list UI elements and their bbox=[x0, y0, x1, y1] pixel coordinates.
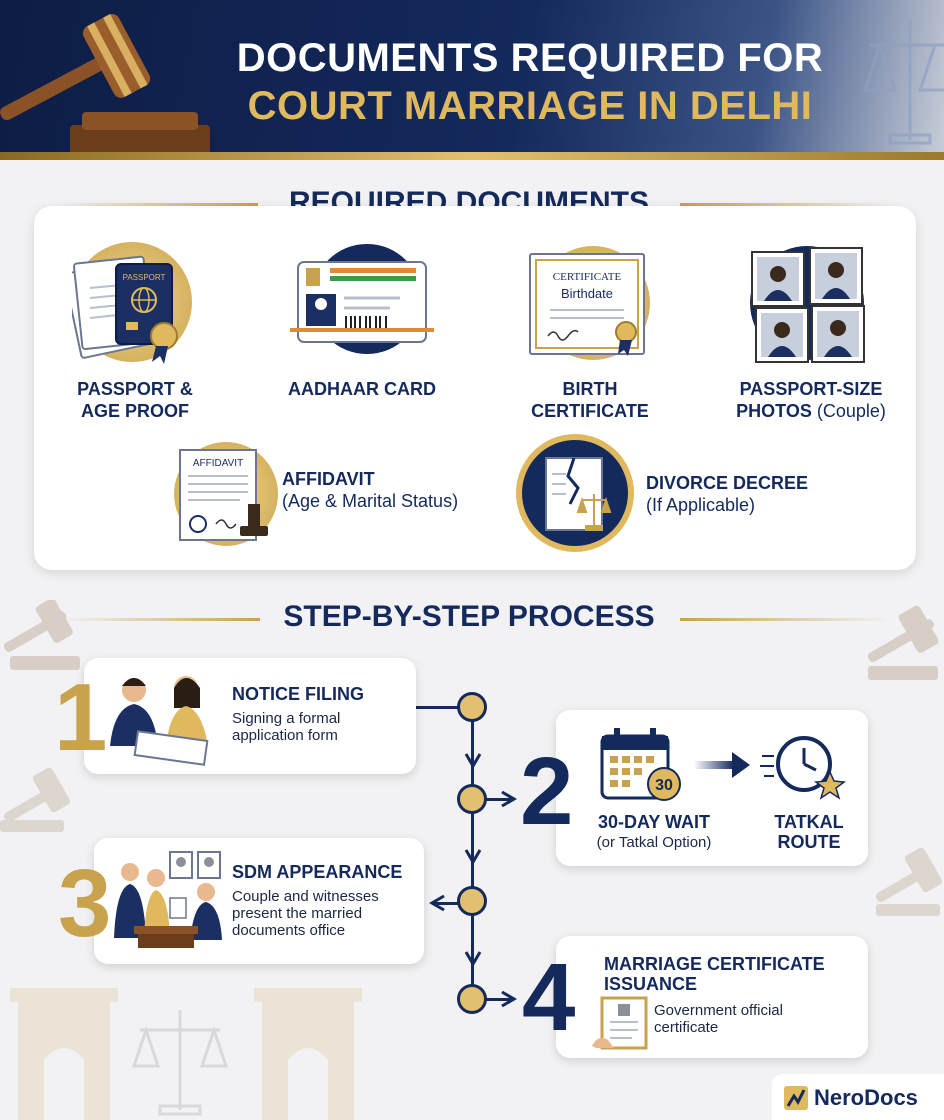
section-title-process: STEP-BY-STEP PROCESS bbox=[283, 600, 655, 633]
step-title-2: 30-DAY WAIT bbox=[597, 812, 711, 832]
marriage-certificate-icon bbox=[592, 996, 648, 1050]
doc-label-aadhaar: AADHAAR CARD bbox=[288, 379, 436, 399]
doc-label-divorce-decree: DIVORCE DECREE (If Applicable) bbox=[646, 473, 809, 515]
timeline-node-4 bbox=[457, 984, 487, 1014]
divider-right bbox=[680, 203, 890, 206]
certificate-icon: CERTIFICATE Birthdate bbox=[529, 253, 645, 356]
arrow-down-icon bbox=[464, 753, 482, 768]
calendar-number: 30 bbox=[655, 777, 673, 794]
id-card-icon bbox=[290, 261, 434, 343]
header-gold-rule bbox=[0, 152, 944, 160]
doc-label-affidavit: AFFIDAVIT (Age & Marital Status) bbox=[282, 469, 459, 511]
timeline-node-1 bbox=[457, 692, 487, 722]
nerodocs-logo-icon bbox=[784, 1086, 808, 1110]
step-number-2: 2 bbox=[520, 738, 574, 845]
bg-gavel-icon bbox=[3, 600, 80, 670]
affidavit-icon: AFFIDAVIT bbox=[179, 449, 268, 541]
timeline-line bbox=[471, 708, 474, 998]
arrow-right-icon bbox=[501, 790, 517, 808]
connector-step3 bbox=[432, 902, 472, 905]
step-title-1: NOTICE FILING bbox=[232, 684, 364, 704]
doc-item-photos bbox=[742, 242, 872, 366]
timeline-node-2 bbox=[457, 784, 487, 814]
step-number-3: 3 bbox=[58, 850, 112, 957]
clock-icon bbox=[760, 736, 846, 800]
arrow-right-icon bbox=[501, 990, 517, 1008]
passport-icon: PASSPORT bbox=[72, 255, 178, 364]
bg-monuments-icon bbox=[10, 988, 362, 1120]
doc-item-divorce-decree bbox=[516, 434, 636, 554]
divider-left-process bbox=[60, 618, 260, 621]
bg-gavel-icon bbox=[867, 605, 939, 680]
header-banner: DOCUMENTS REQUIRED FOR COURT MARRIAGE IN… bbox=[0, 0, 944, 158]
passport-icon-text: PASSPORT bbox=[123, 273, 166, 282]
timeline-node-3 bbox=[457, 886, 487, 916]
page-title-line2: COURT MARRIAGE IN DELHI bbox=[247, 84, 813, 128]
affidavit-icon-text: AFFIDAVIT bbox=[193, 458, 243, 469]
calendar-icon: 30 bbox=[600, 728, 681, 801]
arrow-down-icon bbox=[464, 951, 482, 966]
signing-couple-icon bbox=[110, 676, 209, 766]
arrow-down-icon bbox=[464, 849, 482, 864]
doc-item-aadhaar bbox=[290, 244, 440, 362]
doc-item-affidavit: AFFIDAVIT bbox=[170, 440, 282, 550]
brand-name: NeroDocs bbox=[814, 1085, 918, 1110]
divorce-decree-icon bbox=[545, 457, 612, 531]
connector-step4 bbox=[472, 998, 512, 1001]
doc-item-birth-certificate: CERTIFICATE Birthdate bbox=[520, 246, 660, 366]
bg-gavel-icon bbox=[875, 847, 943, 916]
certificate-icon-text2: Birthdate bbox=[561, 286, 613, 301]
arrow-right-icon bbox=[694, 752, 750, 778]
arrow-left-icon bbox=[429, 894, 445, 912]
step-number-4: 4 bbox=[522, 944, 576, 1051]
divider-right-process bbox=[680, 618, 890, 621]
connector-step1 bbox=[416, 706, 472, 709]
step-number-1: 1 bbox=[54, 664, 108, 771]
connector-step2 bbox=[472, 798, 512, 801]
photos-icon bbox=[751, 247, 865, 363]
bg-gavel-icon bbox=[0, 767, 71, 832]
scales-icon bbox=[862, 20, 944, 145]
office-meeting-icon bbox=[114, 851, 222, 948]
step-title-3: SDM APPEARANCE bbox=[232, 862, 403, 882]
step-subtitle-2: (or Tatkal Option) bbox=[596, 834, 712, 851]
divider-left bbox=[60, 203, 258, 206]
gavel-icon bbox=[0, 14, 210, 158]
page-title-line1: DOCUMENTS REQUIRED FOR bbox=[236, 36, 824, 80]
certificate-icon-text1: CERTIFICATE bbox=[553, 271, 622, 283]
brand-badge: NeroDocs bbox=[772, 1074, 944, 1120]
doc-label-passport: PASSPORT &AGE PROOF bbox=[77, 379, 193, 421]
doc-item-passport: PASSPORT bbox=[72, 238, 202, 368]
